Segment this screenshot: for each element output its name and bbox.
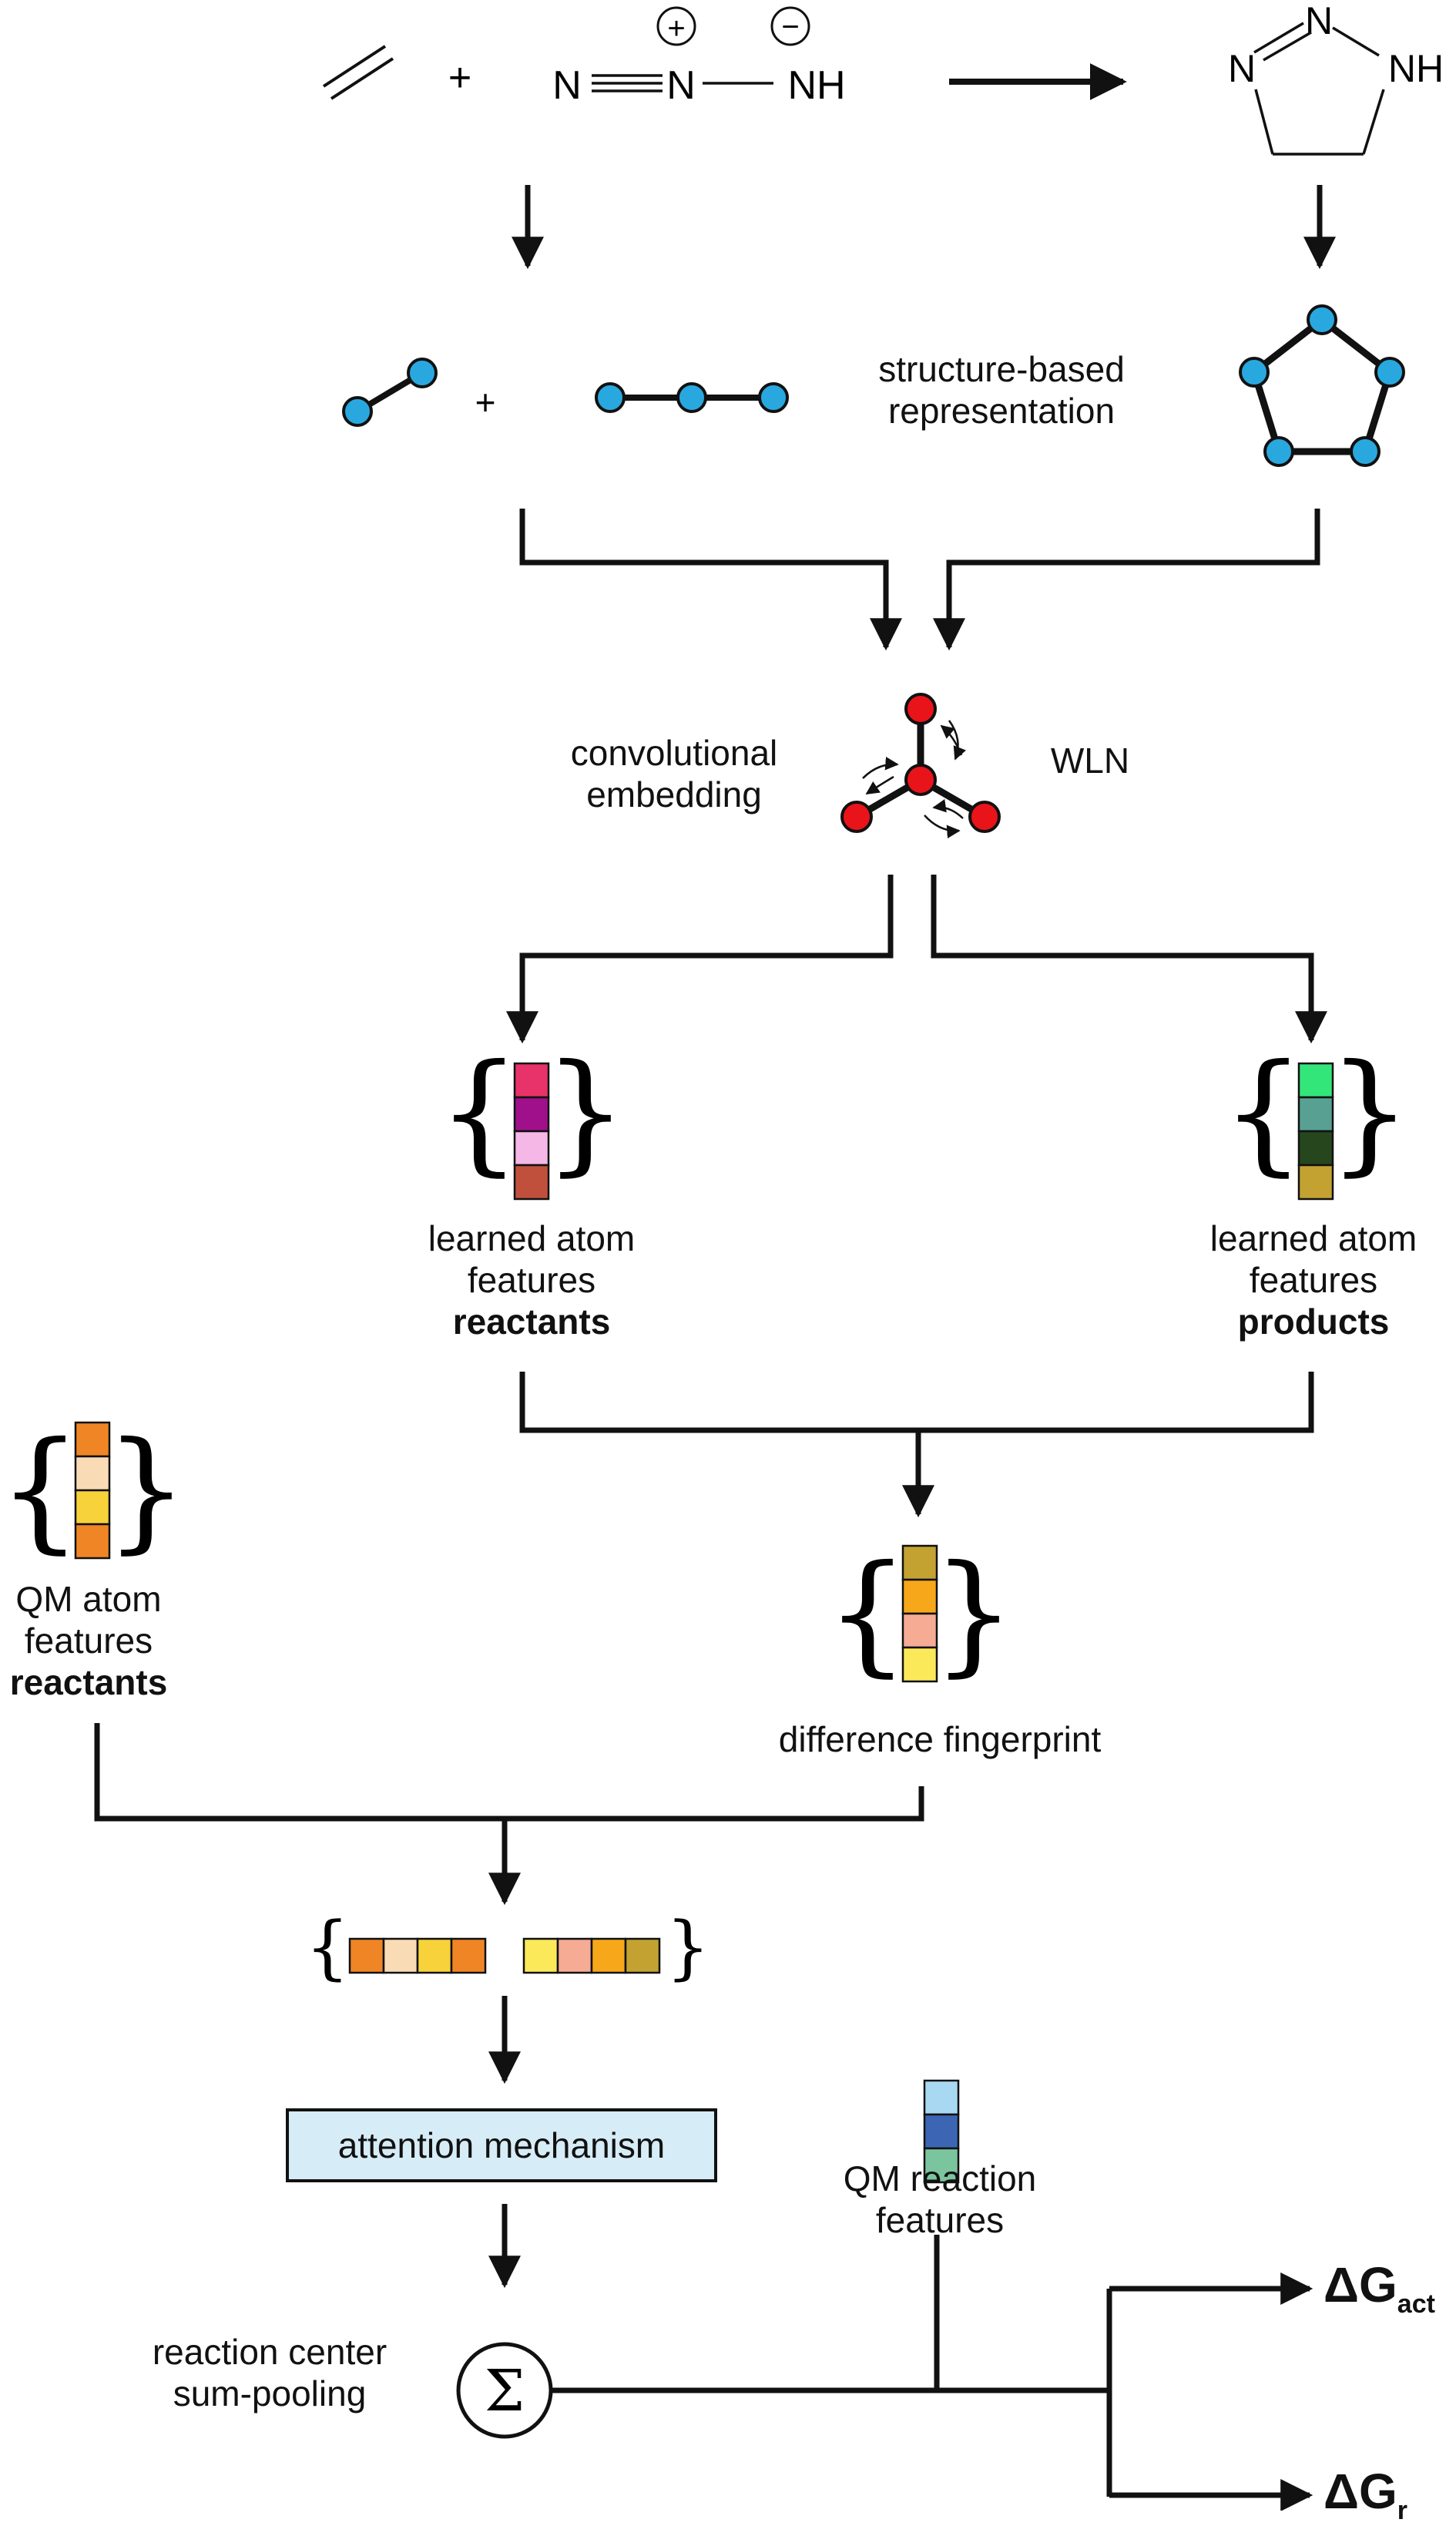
curly-brace-icon: } bbox=[1328, 1036, 1411, 1189]
structure-node-icon bbox=[1350, 436, 1381, 467]
negative-charge-icon bbox=[770, 6, 810, 46]
feature-cell bbox=[923, 2113, 960, 2150]
structure-node-icon bbox=[676, 382, 707, 413]
triazoline-graph bbox=[1239, 304, 1405, 467]
azide-structure: N N NH + − bbox=[552, 6, 846, 108]
wln-graph bbox=[840, 693, 1001, 838]
structure-node-icon bbox=[595, 382, 626, 413]
feature-cell bbox=[513, 1130, 550, 1167]
convolutional-embedding-label: convolutional embedding bbox=[570, 733, 778, 815]
structure-node-icon bbox=[1263, 436, 1294, 467]
svg-text:NH: NH bbox=[787, 63, 845, 108]
dg-r-output: ΔGr bbox=[1323, 2464, 1408, 2525]
positive-charge-icon bbox=[656, 6, 696, 46]
ethylene-graph bbox=[342, 358, 438, 427]
plus-sign-graph: + bbox=[475, 382, 496, 422]
curly-brace-icon: } bbox=[105, 1414, 188, 1567]
curly-brace-icon: { bbox=[305, 1907, 349, 1988]
connector-features-merge bbox=[519, 1372, 1314, 1433]
curly-brace-icon: { bbox=[438, 1036, 521, 1189]
feature-cell bbox=[382, 1937, 419, 1974]
feature-cell bbox=[74, 1489, 111, 1526]
structure-node-icon bbox=[407, 358, 438, 388]
connector-product-to-wln bbox=[933, 509, 1320, 651]
svg-text:N: N bbox=[666, 63, 696, 108]
qm-reaction-features-label: QM reaction features bbox=[843, 2158, 1037, 2240]
connector-wln-to-product-features bbox=[931, 875, 1327, 1044]
feature-cell bbox=[624, 1937, 661, 1974]
feature-cell bbox=[1297, 1164, 1334, 1201]
curly-brace-icon: { bbox=[0, 1414, 82, 1567]
structure-node-icon bbox=[1374, 357, 1405, 388]
wln-node-icon bbox=[840, 801, 873, 833]
svg-text:−: − bbox=[781, 10, 799, 44]
curly-brace-icon: } bbox=[932, 1537, 1015, 1690]
wln-label: WLN bbox=[1050, 741, 1130, 781]
feature-cell bbox=[348, 1937, 385, 1974]
wln-node-icon bbox=[904, 693, 937, 725]
azide-graph bbox=[595, 382, 789, 413]
plus-sign-top: + bbox=[448, 55, 471, 100]
curly-brace-icon: } bbox=[666, 1907, 710, 1988]
structure-based-label: structure-based representation bbox=[878, 349, 1125, 431]
attention-mechanism-label: attention mechanism bbox=[337, 2125, 666, 2165]
feature-cell bbox=[923, 2079, 960, 2116]
feature-cell bbox=[923, 2147, 960, 2184]
feature-cell bbox=[74, 1523, 111, 1560]
sum-pooling-label: reaction center sum-pooling bbox=[152, 2332, 387, 2413]
connector-qm-difference-merge bbox=[94, 1723, 924, 1822]
feature-cell bbox=[522, 1937, 559, 1974]
structure-node-icon bbox=[1307, 304, 1337, 335]
sigma-symbol: Σ bbox=[485, 2358, 525, 2424]
feature-cell bbox=[450, 1937, 487, 1974]
product-feature-vector: { } bbox=[1222, 1036, 1411, 1201]
feature-cell bbox=[513, 1164, 550, 1201]
feature-cell bbox=[901, 1646, 938, 1683]
wln-node-icon bbox=[904, 764, 937, 796]
difference-fingerprint-label: difference fingerprint bbox=[778, 1719, 1102, 1759]
structure-node-icon bbox=[342, 396, 373, 427]
svg-text:N: N bbox=[552, 63, 582, 108]
structure-node-icon bbox=[758, 382, 789, 413]
triazoline-structure: N N NH bbox=[1228, 0, 1444, 156]
ethylene-structure bbox=[322, 45, 394, 100]
qm-atom-features-label: QM atom features reactants bbox=[9, 1579, 168, 1702]
feature-cell bbox=[556, 1937, 593, 1974]
feature-cell bbox=[74, 1421, 111, 1458]
svg-text:NH: NH bbox=[1388, 47, 1444, 90]
feature-cell bbox=[590, 1937, 627, 1974]
qm-reaction-feature-vector bbox=[923, 2079, 960, 2184]
concatenated-feature-vector: { } bbox=[305, 1907, 710, 1988]
curly-brace-icon: } bbox=[544, 1036, 627, 1189]
qm-atom-feature-vector: { } bbox=[0, 1414, 188, 1567]
wln-node-icon bbox=[968, 801, 1001, 833]
svg-text:+: + bbox=[667, 12, 685, 45]
attention-mechanism-box: attention mechanism bbox=[286, 2108, 717, 2182]
dg-act-output: ΔGact bbox=[1323, 2257, 1435, 2319]
feature-cell bbox=[513, 1062, 550, 1099]
svg-text:N: N bbox=[1305, 0, 1333, 42]
reactant-feature-vector: { } bbox=[438, 1036, 627, 1201]
connector-reactants-to-wln bbox=[519, 509, 902, 651]
reactant-features-label: learned atom features reactants bbox=[428, 1218, 636, 1342]
structure-node-icon bbox=[1239, 357, 1270, 388]
connector-wln-to-reactant-features bbox=[506, 875, 894, 1044]
curly-brace-icon: { bbox=[826, 1537, 909, 1690]
feature-cell bbox=[1297, 1062, 1334, 1099]
svg-text:N: N bbox=[1228, 47, 1256, 90]
product-features-label: learned atom features products bbox=[1209, 1218, 1417, 1342]
curly-brace-icon: { bbox=[1222, 1036, 1305, 1189]
difference-feature-vector: { } bbox=[826, 1537, 1015, 1690]
feature-cell bbox=[416, 1937, 453, 1974]
feature-cell bbox=[513, 1096, 550, 1133]
